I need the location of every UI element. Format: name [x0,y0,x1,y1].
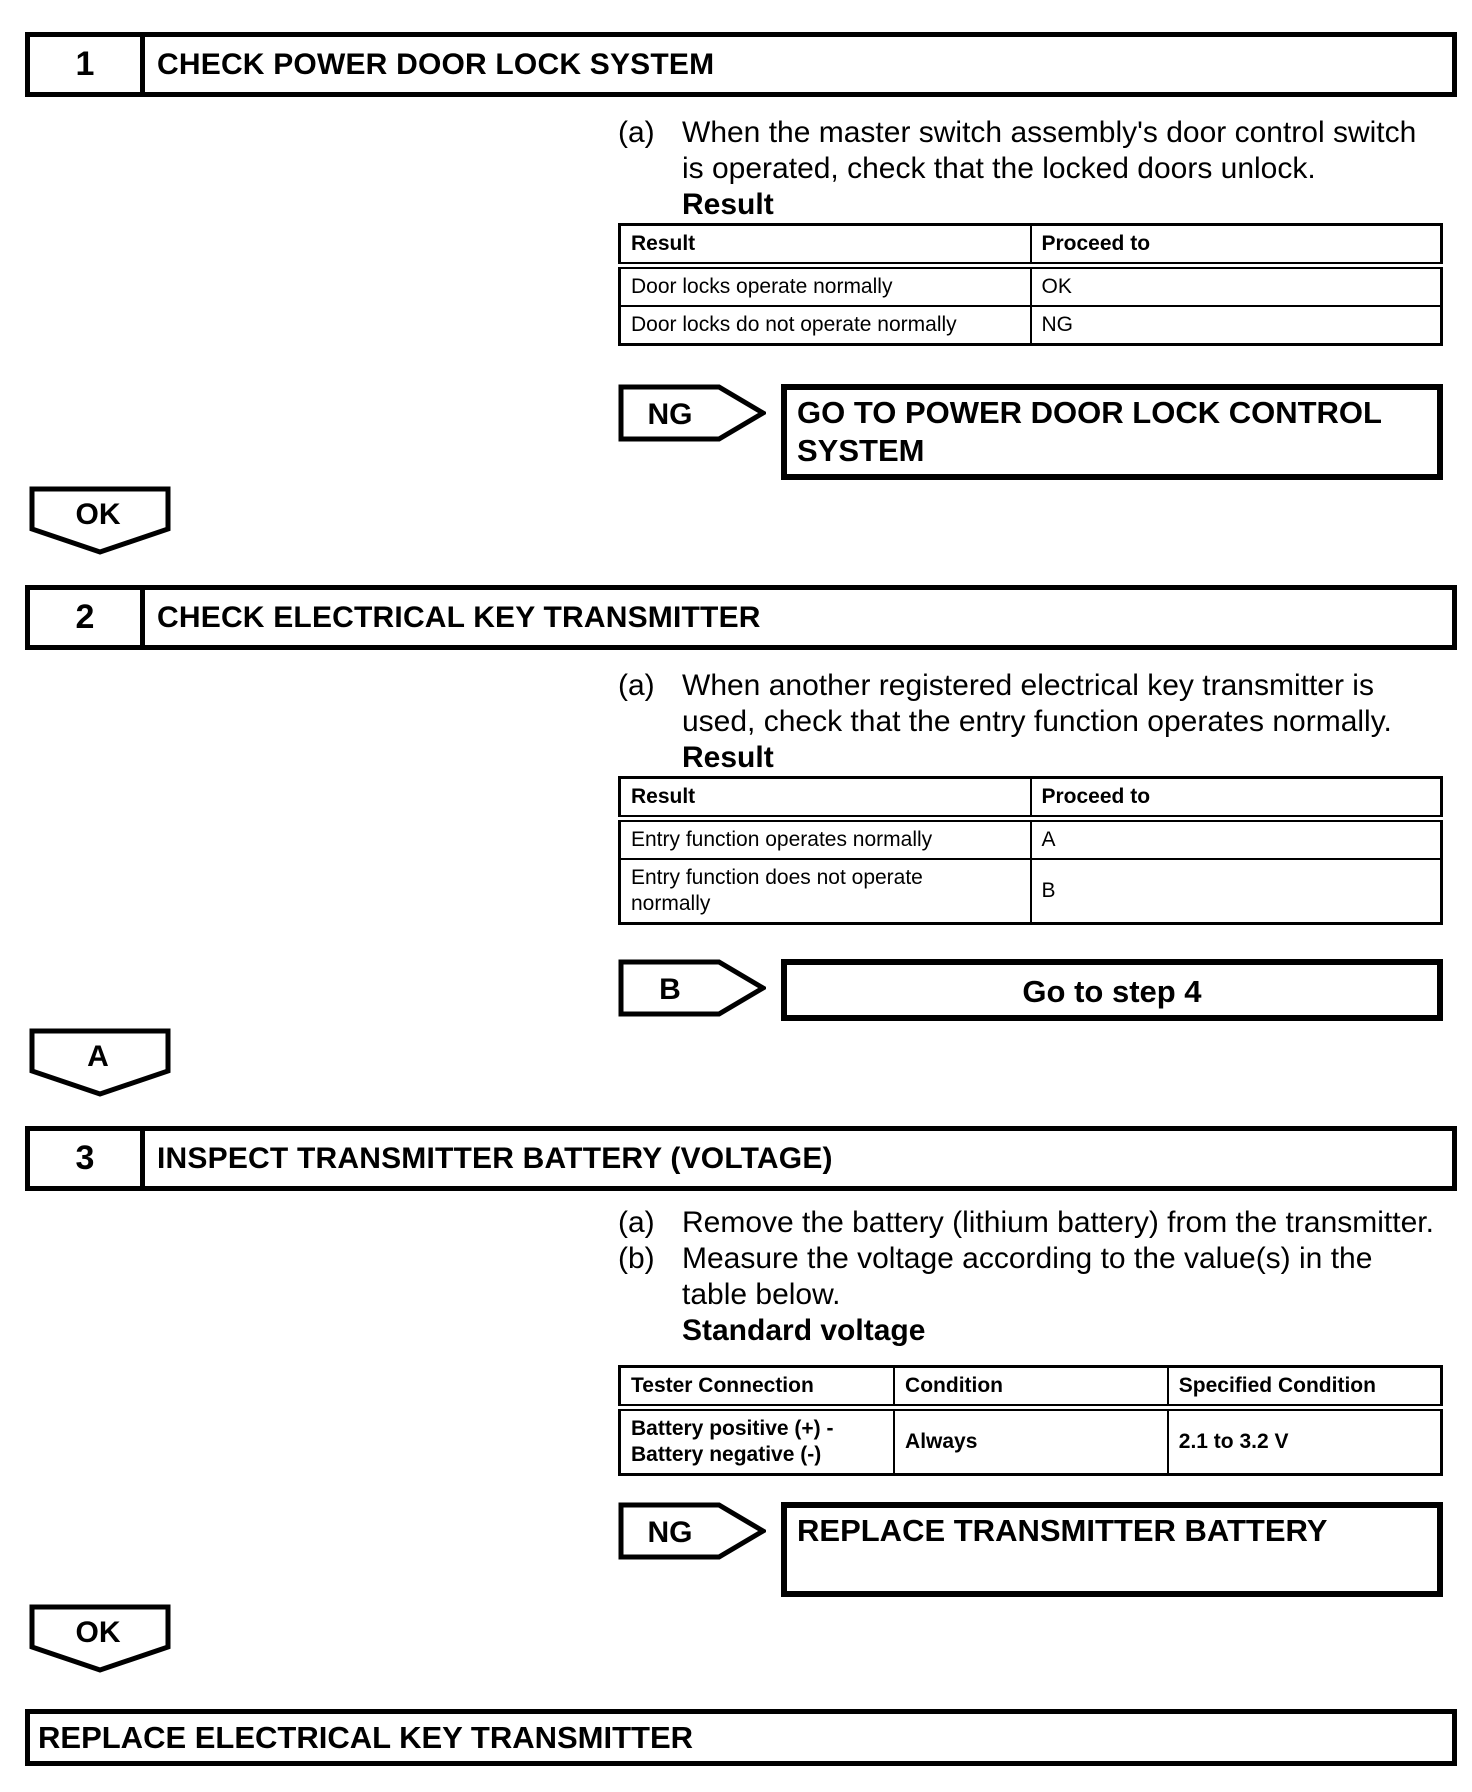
step-3-number: 3 [30,1131,145,1186]
instruction-text: Measure the voltage according to the val… [682,1242,1373,1311]
table-header-row: Result Proceed to [618,776,1443,822]
ok-connector-label: OK [76,498,121,531]
result-cell: Door locks operate normally [618,264,1032,307]
column-header: Tester Connection [618,1365,896,1411]
go-to-power-door-lock-action-box[interactable]: GO TO POWER DOOR LOCK CONTROL SYSTEM [781,384,1443,480]
ng-arrow-tag: NG [618,384,766,442]
instruction-item: (b) Measure the voltage according to the… [618,1241,1443,1313]
step-2-instructions: (a) When another registered electrical k… [618,668,1443,776]
replace-electrical-key-transmitter-box: REPLACE ELECTRICAL KEY TRANSMITTER [25,1709,1457,1766]
step-1-title: CHECK POWER DOOR LOCK SYSTEM [157,47,715,81]
step-2-b-branch: B Go to step 4 [618,959,1443,1021]
step-3-title: INSPECT TRANSMITTER BATTERY (VOLTAGE) [157,1141,833,1175]
table-row: Entry function does not operate normally… [618,858,1443,925]
step-1-instructions: (a) When the master switch assembly's do… [618,115,1443,223]
go-to-step-4-action-box[interactable]: Go to step 4 [781,959,1443,1021]
instruction-text: Remove the battery (lithium battery) fro… [682,1206,1434,1239]
column-header: Proceed to [1029,776,1443,822]
table-header-row: Result Proceed to [618,223,1443,269]
step-2-result-table: Result Proceed to Entry function operate… [618,776,1443,925]
proceed-cell: A [1029,817,1443,860]
ng-tag-label: NG [648,398,693,431]
step-2-title: CHECK ELECTRICAL KEY TRANSMITTER [157,600,761,634]
replace-transmitter-battery-action-box: REPLACE TRANSMITTER BATTERY [781,1502,1443,1597]
table-header-row: Tester Connection Condition Specified Co… [618,1365,1443,1411]
b-tag-label: B [659,973,681,1006]
instruction-item: (a) Remove the battery (lithium battery)… [618,1205,1443,1241]
instruction-text: When another registered electrical key t… [682,669,1392,738]
b-arrow-tag: B [618,959,766,1017]
step-1-ok-connector: OK [29,486,1472,556]
instruction-text: When the master switch assembly's door c… [682,116,1417,185]
ok-connector-shape: OK [29,1604,171,1673]
a-connector-label: A [87,1040,109,1073]
step-2-a-connector: A [29,1028,1472,1098]
table-row: Door locks do not operate normally NG [618,305,1443,346]
step-1-number: 1 [30,37,145,92]
a-connector-shape: A [29,1028,171,1097]
step-3-ng-branch: NG REPLACE TRANSMITTER BATTERY [618,1502,1443,1597]
step-1-ng-branch: NG GO TO POWER DOOR LOCK CONTROL SYSTEM [618,384,1443,480]
column-header: Result [618,776,1032,822]
ok-connector-shape: OK [29,486,171,555]
instruction-label: (a) [618,1206,655,1239]
column-header: Specified Condition [1166,1365,1443,1411]
instruction-item: (a) When another registered electrical k… [618,668,1443,740]
instruction-label: (a) [618,669,655,702]
result-cell: Entry function does not operate normally [618,858,1032,925]
column-header: Result [618,223,1032,269]
condition-cell: Always [893,1406,1169,1476]
result-cell: Door locks do not operate normally [618,305,1032,346]
ng-arrow-tag: NG [618,1502,766,1560]
table-row: Battery positive (+) - Battery negative … [618,1406,1443,1476]
instruction-label: (a) [618,116,655,149]
ng-tag-label: NG [648,1516,693,1549]
standard-voltage-table: Tester Connection Condition Specified Co… [618,1365,1443,1476]
tester-connection-cell: Battery positive (+) - Battery negative … [618,1406,896,1476]
step-1-header: 1 CHECK POWER DOOR LOCK SYSTEM [25,32,1457,97]
step-3-header: 3 INSPECT TRANSMITTER BATTERY (VOLTAGE) [25,1126,1457,1191]
step-1-result-table: Result Proceed to Door locks operate nor… [618,223,1443,346]
column-header: Proceed to [1029,223,1443,269]
proceed-cell: NG [1029,305,1443,346]
proceed-cell: B [1029,858,1443,925]
specified-condition-cell: 2.1 to 3.2 V [1166,1406,1443,1476]
result-subheading: Result [682,188,774,221]
result-cell: Entry function operates normally [618,817,1032,860]
table-row: Entry function operates normally A [618,817,1443,860]
instruction-item: (a) When the master switch assembly's do… [618,115,1443,187]
ok-connector-label: OK [76,1616,121,1649]
proceed-cell: OK [1029,264,1443,307]
standard-voltage-subheading: Standard voltage [682,1314,926,1347]
column-header: Condition [893,1365,1169,1411]
table-row: Door locks operate normally OK [618,264,1443,307]
instruction-label: (b) [618,1242,655,1275]
step-2-number: 2 [30,590,145,645]
result-subheading: Result [682,741,774,774]
step-2-header: 2 CHECK ELECTRICAL KEY TRANSMITTER [25,585,1457,650]
step-3-ok-connector: OK [29,1604,1472,1674]
step-3-instructions: (a) Remove the battery (lithium battery)… [618,1205,1443,1349]
